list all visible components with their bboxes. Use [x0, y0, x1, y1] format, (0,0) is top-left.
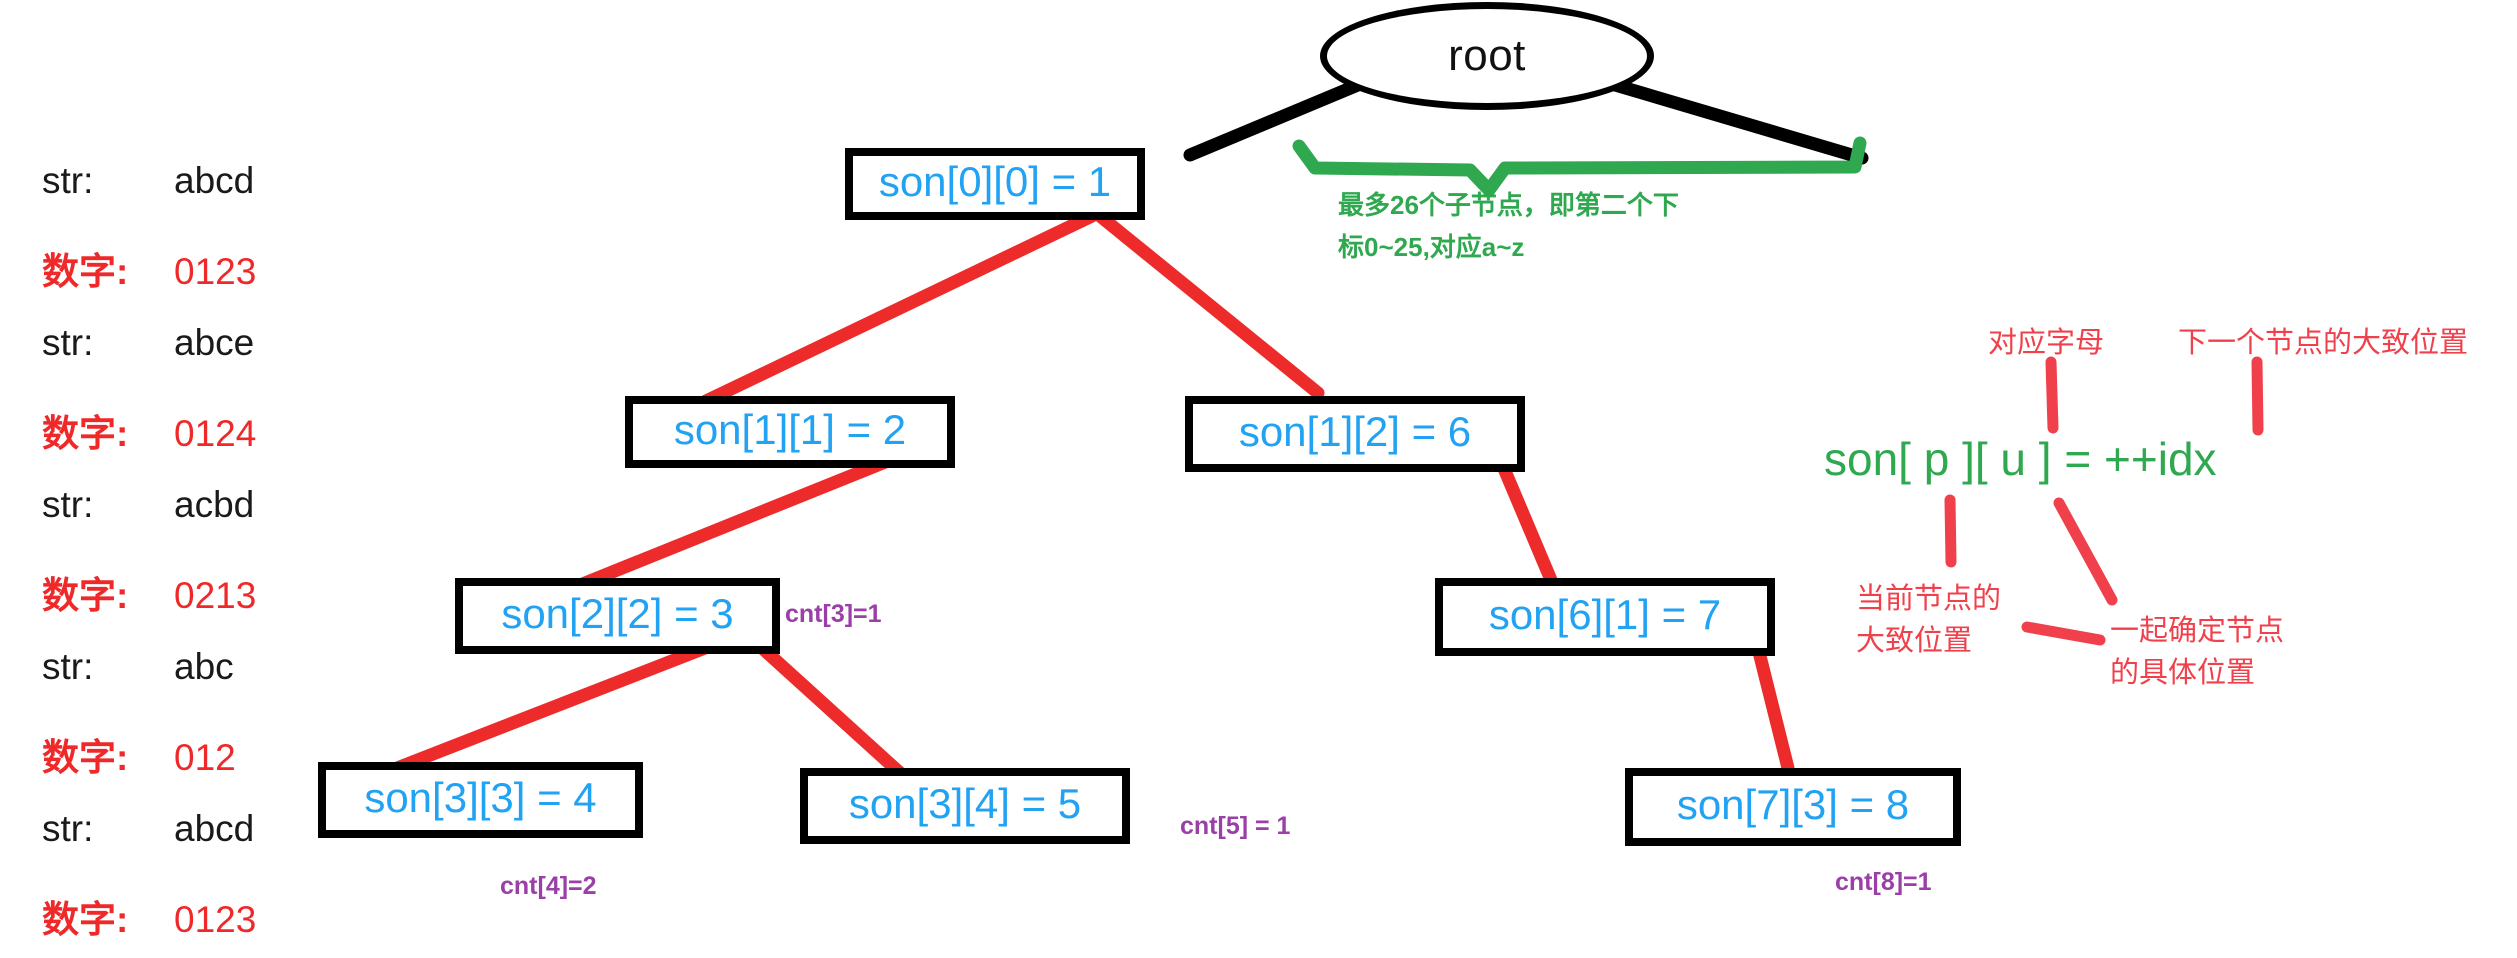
list-item: 数字: 0123 — [42, 889, 372, 958]
tree-node-son-3-4-label: son[3][4] = 5 — [848, 780, 1082, 827]
list-item: str: abcd — [42, 808, 372, 889]
list-item: 数字: 0124 — [42, 403, 372, 484]
row-value: abce — [174, 322, 255, 363]
edge-n7-n8 — [1751, 641, 1795, 775]
tree-node-son-3-3[interactable]: son[3][3] = 4 — [318, 762, 643, 838]
edge-n1-n6 — [1093, 209, 1325, 400]
list-item: str: abc — [42, 646, 372, 727]
tree-node-son-2-2[interactable]: son[2][2] = 3 — [455, 578, 780, 654]
counter-cnt-5: cnt[5] = 1 — [1180, 812, 1291, 840]
list-item: 数字: 0123 — [42, 241, 372, 322]
annotation-next-position: 下一个节点的大致位置 — [2178, 327, 2469, 359]
row-label: str: — [42, 646, 94, 687]
tree-node-son-0-0[interactable]: son[0][0] = 1 — [845, 148, 1145, 220]
row-value: 0213 — [174, 575, 257, 616]
annotation-current-position: 当前节点的 大致位置 — [1856, 578, 2001, 662]
list-item: 数字: 012 — [42, 727, 372, 808]
annotation-letter: 对应字母 — [1988, 327, 2105, 359]
pointer-dash-together — [2021, 621, 2106, 646]
row-label: 数字: — [42, 251, 129, 292]
row-label: str: — [42, 160, 94, 201]
counter-cnt-4: cnt[4]=2 — [500, 872, 597, 900]
counter-cnt-3: cnt[3]=1 — [785, 600, 882, 628]
edge-n2-n3 — [573, 441, 927, 592]
tree-node-son-7-3-label: son[7][3] = 8 — [1676, 781, 1910, 828]
pointer-next-position — [2251, 356, 2264, 436]
row-value: abc — [174, 646, 234, 687]
edge-n3-n4 — [390, 629, 743, 775]
tree-edges — [390, 209, 1795, 789]
tree-node-son-1-2[interactable]: son[1][2] = 6 — [1185, 396, 1525, 472]
list-item: 数字: 0213 — [42, 565, 372, 646]
tree-node-son-3-4[interactable]: son[3][4] = 5 — [800, 768, 1130, 844]
row-label: 数字: — [42, 413, 129, 454]
tree-node-root[interactable]: root — [1320, 2, 1654, 110]
green-brace — [1292, 136, 1867, 197]
annotation-together-position-line-2: 的具体位置 — [2110, 657, 2256, 690]
row-label: 数字: — [42, 575, 129, 616]
green-annotation: 最多26个子节点，即第二个下 标0~25,对应a~z — [1338, 185, 1738, 268]
row-label: str: — [42, 808, 94, 849]
row-value: 0123 — [174, 899, 257, 940]
tree-node-son-6-1-label: son[6][1] = 7 — [1488, 591, 1722, 638]
tree-node-son-6-1[interactable]: son[6][1] = 7 — [1435, 578, 1775, 656]
tree-node-son-1-1-label: son[1][1] = 2 — [673, 406, 907, 453]
tree-node-son-7-3[interactable]: son[7][3] = 8 — [1625, 768, 1961, 846]
tree-node-son-1-1[interactable]: son[1][1] = 2 — [625, 396, 955, 468]
tree-node-son-2-2-label: son[2][2] = 3 — [501, 590, 734, 637]
row-label: 数字: — [42, 737, 129, 778]
row-value: 012 — [174, 737, 236, 778]
row-label: str: — [42, 322, 94, 363]
row-label: str: — [42, 484, 94, 525]
annotation-together-position: 一起确定节点 的具体位置 — [2110, 610, 2284, 694]
annotation-current-position-line-1: 当前节点的 — [1856, 583, 2002, 615]
edge-n1-n2 — [699, 209, 1099, 408]
root-edge-right — [1598, 75, 1869, 165]
counter-cnt-8: cnt[8]=1 — [1835, 868, 1932, 896]
list-item: str: acbd — [42, 484, 372, 565]
row-value: acbd — [174, 484, 255, 525]
row-value: 0124 — [174, 413, 257, 454]
green-annotation-line-2: 标0~25,对应a~z — [1338, 231, 1525, 262]
string-list-panel: str: abcd 数字: 0123 str: abce 数字: 0124 st… — [42, 160, 372, 958]
list-item: str: abcd — [42, 160, 372, 241]
annotation-current-position-line-2: 大致位置 — [1856, 625, 1973, 658]
formula-expression: son[ p ][ u ] = ++idx — [1824, 433, 2217, 485]
tree-node-son-3-3-label: son[3][3] = 4 — [364, 774, 597, 821]
tree-node-son-1-2-label: son[1][2] = 6 — [1238, 408, 1472, 455]
row-value: abcd — [174, 160, 255, 201]
root-edge-left — [1183, 75, 1372, 162]
pointer-letter — [2045, 356, 2059, 434]
pointer-u-to-together — [2053, 497, 2118, 606]
annotation-together-position-line-1: 一起确定节点 — [2110, 615, 2285, 647]
tree-node-root-label: root — [1448, 31, 1526, 80]
row-value: 0123 — [174, 251, 257, 292]
row-value: abcd — [174, 808, 255, 849]
tree-node-son-0-0-label: son[0][0] = 1 — [878, 158, 1112, 205]
pointer-current — [1944, 494, 1957, 568]
list-item: str: abce — [42, 322, 372, 403]
green-annotation-line-1: 最多26个子节点，即第二个下 — [1338, 190, 1679, 220]
row-label: 数字: — [42, 899, 129, 940]
